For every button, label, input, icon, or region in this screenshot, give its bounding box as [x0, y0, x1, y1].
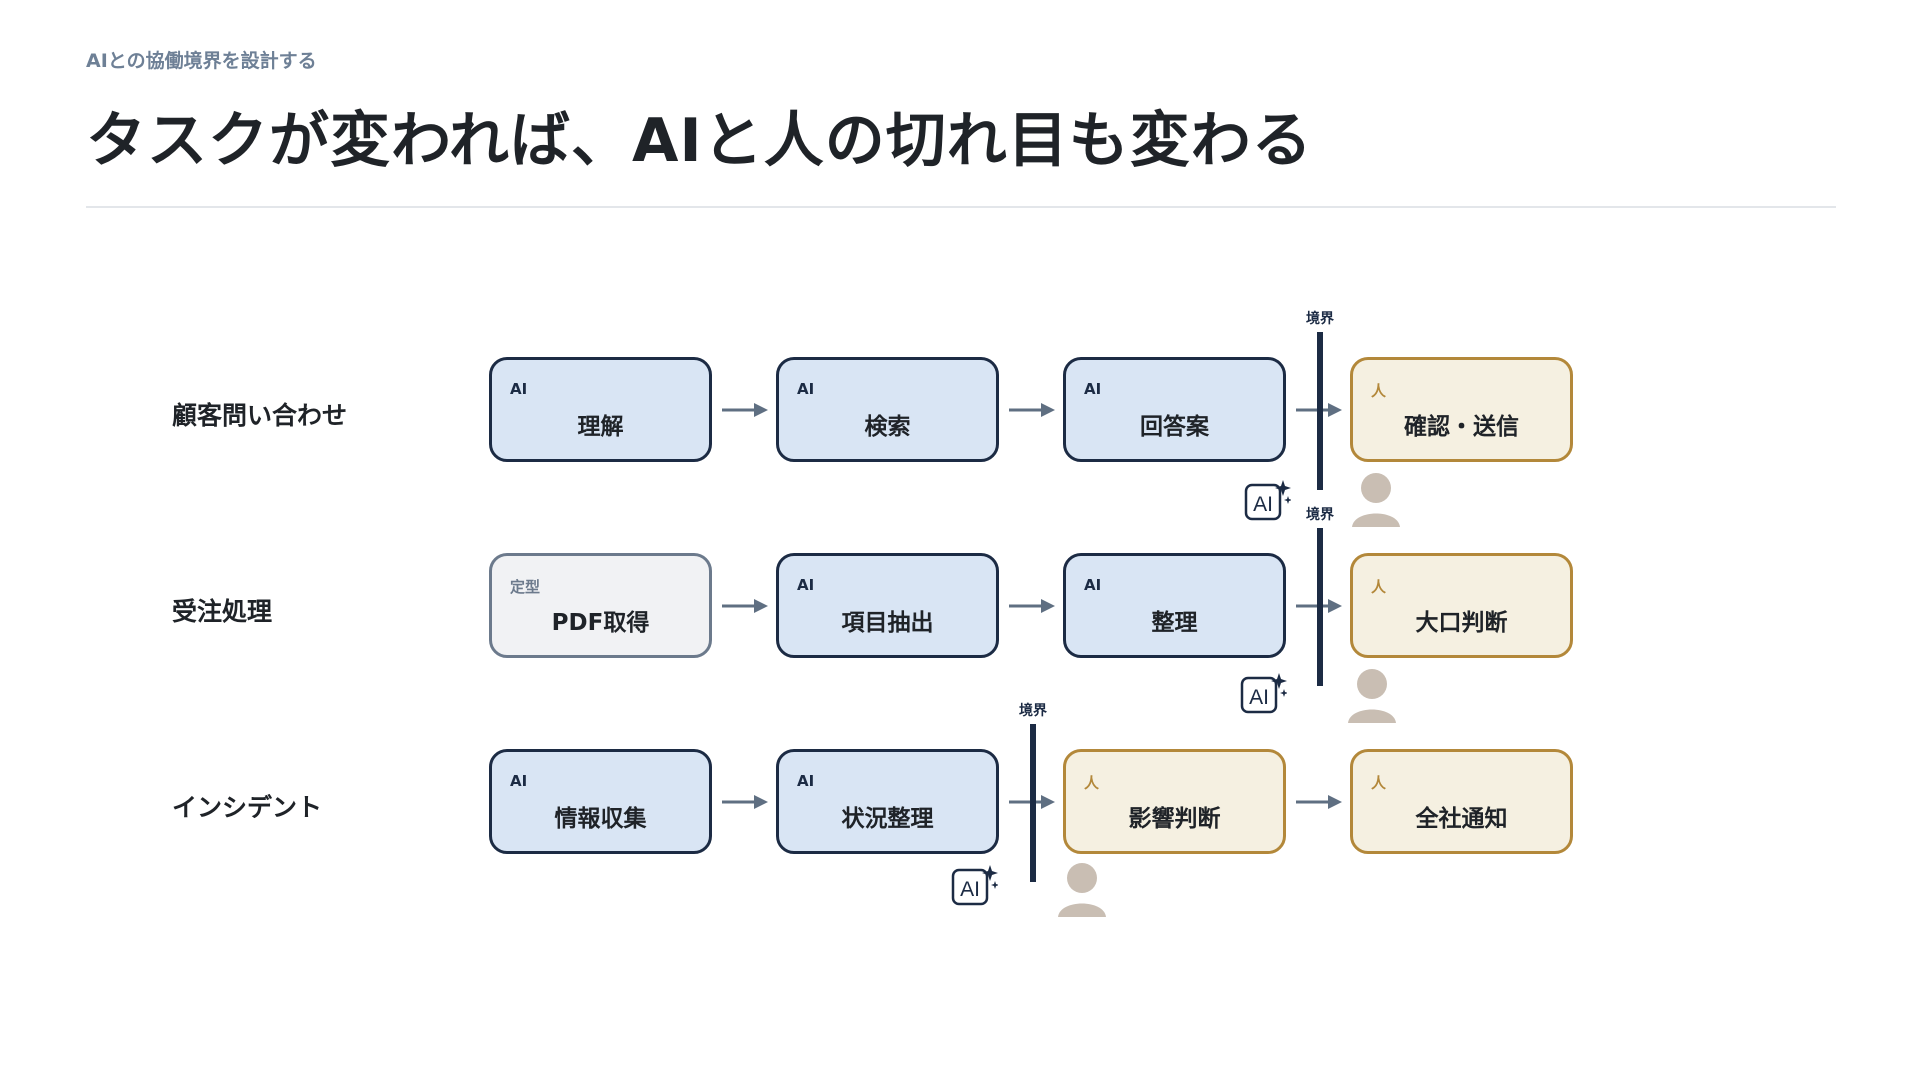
step-tag: AI	[797, 772, 815, 790]
step-tag: AI	[510, 772, 528, 790]
step-box: AI 理解	[489, 357, 712, 462]
step-tag: 定型	[510, 578, 541, 596]
ai-sparkle-icon: AI	[951, 865, 998, 906]
flow-arrow	[1009, 599, 1055, 613]
step-tag: 人	[1371, 382, 1387, 400]
step-box: AI 検索	[776, 357, 999, 462]
svg-text:AI: AI	[1253, 493, 1273, 516]
step-box: 定型 PDF取得	[489, 553, 712, 658]
step-name: 全社通知	[1415, 806, 1508, 832]
step-name: 情報収集	[554, 806, 647, 832]
boundary-label: 境界	[1019, 703, 1047, 719]
person-icon	[1352, 473, 1400, 527]
flow-arrow	[1296, 599, 1342, 613]
page-title: タスクが変われば、AIと人の切れ目も変わる	[86, 106, 1313, 176]
row-label-incident: インシデント	[172, 793, 323, 822]
title-divider	[86, 206, 1836, 208]
ai-sparkle-icon: AI	[1244, 480, 1291, 521]
step-name: 確認・送信	[1404, 414, 1519, 440]
flow-arrow	[722, 599, 768, 613]
step-box: 人 大口判断	[1350, 553, 1573, 658]
flow-arrow	[1296, 795, 1342, 809]
boundary-label: 境界	[1306, 311, 1334, 327]
step-tag: 人	[1371, 774, 1387, 792]
step-box: AI 情報収集	[489, 749, 712, 854]
step-name: PDF取得	[551, 610, 650, 636]
row-label-customer-inquiry: 顧客問い合わせ	[172, 401, 348, 430]
boundary-line	[1030, 724, 1036, 882]
flow-arrow	[722, 795, 768, 809]
row-label-order-processing: 受注処理	[172, 597, 273, 626]
boundary-line	[1317, 528, 1323, 686]
step-box: 人 全社通知	[1350, 749, 1573, 854]
step-name: 回答案	[1140, 414, 1209, 440]
step-box: AI 項目抽出	[776, 553, 999, 658]
section-eyebrow: AIとの協働境界を設計する	[86, 50, 317, 72]
step-tag: 人	[1371, 578, 1387, 596]
step-box: AI 回答案	[1063, 357, 1286, 462]
flow-arrow	[1296, 403, 1342, 417]
step-name: 理解	[577, 414, 624, 440]
step-name: 検索	[864, 414, 911, 440]
svg-text:AI: AI	[960, 878, 980, 901]
step-box: 人 確認・送信	[1350, 357, 1573, 462]
step-name: 状況整理	[841, 806, 934, 832]
flow-arrow	[1009, 403, 1055, 417]
flow-arrow	[1009, 795, 1055, 809]
step-box: AI 状況整理	[776, 749, 999, 854]
step-tag: AI	[1084, 380, 1102, 398]
flow-arrow	[722, 403, 768, 417]
step-tag: AI	[797, 380, 815, 398]
step-box: 人 影響判断	[1063, 749, 1286, 854]
boundary-line	[1317, 332, 1323, 490]
step-tag: AI	[797, 576, 815, 594]
step-name: 項目抽出	[841, 610, 934, 636]
step-tag: AI	[1084, 576, 1102, 594]
step-box: AI 整理	[1063, 553, 1286, 658]
step-name: 整理	[1151, 610, 1198, 636]
person-icon	[1348, 669, 1396, 723]
person-icon	[1058, 863, 1106, 917]
step-name: 大口判断	[1415, 610, 1508, 636]
ai-sparkle-icon: AI	[1240, 673, 1287, 714]
step-tag: AI	[510, 380, 528, 398]
boundary-label: 境界	[1306, 507, 1334, 523]
svg-text:AI: AI	[1249, 686, 1269, 709]
step-tag: 人	[1084, 774, 1100, 792]
step-name: 影響判断	[1128, 806, 1221, 832]
